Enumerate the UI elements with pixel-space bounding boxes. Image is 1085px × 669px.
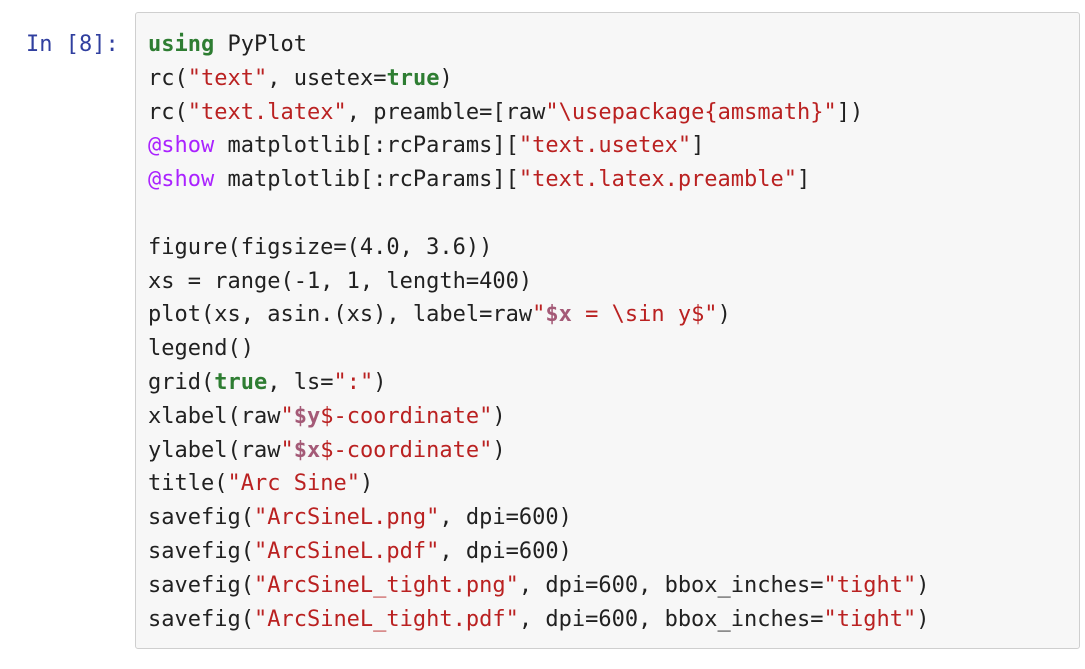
code-line: figure(figsize=(4.0, 3.6)) — [148, 231, 929, 265]
code-token-plain: legend() — [148, 336, 254, 362]
code-token-string: " — [280, 437, 294, 463]
code-line: using PyPlot — [148, 28, 929, 62]
code-line: title("Arc Sine") — [148, 467, 929, 501]
code-token-plain: xs = range(-1, 1, length=400) — [148, 268, 533, 294]
code-token-plain: ) — [492, 403, 506, 429]
code-line: plot(xs, asin.(xs), label=raw"$x = \sin … — [148, 298, 929, 332]
code-line: grid(true, ls=":") — [148, 366, 929, 400]
code-token-plain: figure(figsize=(4.0, 3.6)) — [148, 234, 493, 260]
code-token-plain: ] — [797, 167, 811, 193]
code-token-interp: $x — [545, 302, 572, 328]
input-prompt: In [8]: — [26, 32, 119, 57]
code-token-plain: rc( — [148, 99, 188, 125]
code-line: xlabel(raw"$y$-coordinate") — [148, 400, 929, 434]
code-token-keyword: using — [148, 32, 215, 57]
code-token-string: "tight" — [823, 572, 917, 598]
code-token-plain: ) — [916, 572, 930, 598]
code-token-plain: savefig( — [148, 572, 254, 598]
code-line — [148, 197, 929, 231]
code-token-plain: ) — [717, 302, 731, 328]
code-token-plain: ) — [439, 65, 453, 91]
code-line: @show matplotlib[:rcParams]["text.usetex… — [148, 129, 929, 163]
code-token-plain: ) — [916, 606, 930, 632]
code-token-plain: PyPlot — [214, 32, 307, 57]
code-token-interp: $y — [293, 403, 321, 429]
code-token-string: "text.latex" — [187, 99, 347, 125]
code-token-plain: , usetex= — [267, 65, 387, 91]
code-token-string: " — [280, 403, 294, 429]
code-token-macro: @show — [148, 167, 215, 193]
code-token-plain: rc( — [148, 65, 188, 91]
code-token-plain: , dpi=600, bbox_inches= — [518, 606, 824, 632]
code-token-plain: , dpi=600) — [439, 505, 572, 531]
code-token-plain: grid( — [148, 369, 215, 395]
code-token-string: "ArcSineL_tight.pdf" — [253, 606, 519, 632]
code-token-plain: title( — [148, 471, 228, 497]
code-token-string: $-coordinate" — [320, 437, 493, 463]
code-token-plain: , preamble=[raw — [346, 99, 546, 125]
code-token-plain: matplotlib[:rcParams][ — [214, 133, 519, 159]
code-line: savefig("ArcSineL.png", dpi=600) — [148, 501, 929, 535]
code-line: savefig("ArcSineL_tight.pdf", dpi=600, b… — [148, 603, 929, 637]
code-token-plain: ) — [359, 471, 374, 497]
code-line: rc("text", usetex=true) — [148, 62, 929, 96]
code-token-plain: , dpi=600) — [439, 538, 572, 564]
code-token-interp: $x — [293, 437, 321, 463]
code-token-string: "text.usetex" — [518, 133, 692, 159]
code-token-plain: xlabel(raw — [148, 403, 281, 429]
code-token-string: "text.latex.preamble" — [518, 167, 798, 193]
code-token-string: = \sin y$" — [571, 302, 718, 328]
code-token-string: "ArcSineL.png" — [253, 505, 440, 531]
code-line: xs = range(-1, 1, length=400) — [148, 265, 929, 299]
code-line: rc("text.latex", preamble=[raw"\usepacka… — [148, 96, 929, 130]
code-token-plain: ) — [492, 437, 506, 463]
code-token-keyword: true — [386, 65, 440, 91]
code-token-string: "ArcSineL_tight.png" — [253, 572, 519, 598]
code-token-string: $-coordinate" — [320, 403, 493, 429]
code-token-plain: , ls= — [267, 369, 334, 395]
code-token-string: "Arc Sine" — [227, 471, 360, 497]
code-token-plain: ) — [373, 369, 387, 395]
code-token-string: "text" — [187, 65, 268, 91]
code-token-plain: savefig( — [148, 538, 254, 564]
code-token-string: "\usepackage{amsmath}" — [545, 99, 837, 125]
code-token-keyword: true — [214, 369, 268, 395]
code-token-plain: ] — [691, 133, 705, 159]
code-token-plain: matplotlib[:rcParams][ — [214, 167, 519, 193]
code-token-string: ":" — [333, 369, 374, 395]
code-line: ylabel(raw"$x$-coordinate") — [148, 434, 929, 468]
code-token-plain: ]) — [836, 99, 864, 125]
code-token-macro: @show — [148, 133, 215, 159]
code-line: legend() — [148, 332, 929, 366]
code-token-plain: plot(xs, asin.(xs), label=raw — [148, 302, 533, 328]
code-token-string: " — [532, 302, 546, 328]
code-token-string: "tight" — [823, 606, 917, 632]
code-token-string: "ArcSineL.pdf" — [253, 538, 440, 564]
code-token-plain: ylabel(raw — [148, 437, 281, 463]
code-line: @show matplotlib[:rcParams]["text.latex.… — [148, 163, 929, 197]
code-token-plain: savefig( — [148, 606, 254, 632]
code-token-plain: savefig( — [148, 505, 254, 531]
code-line: savefig("ArcSineL_tight.png", dpi=600, b… — [148, 569, 929, 603]
code-line: savefig("ArcSineL.pdf", dpi=600) — [148, 535, 929, 569]
code-token-plain: , dpi=600, bbox_inches= — [518, 572, 824, 598]
